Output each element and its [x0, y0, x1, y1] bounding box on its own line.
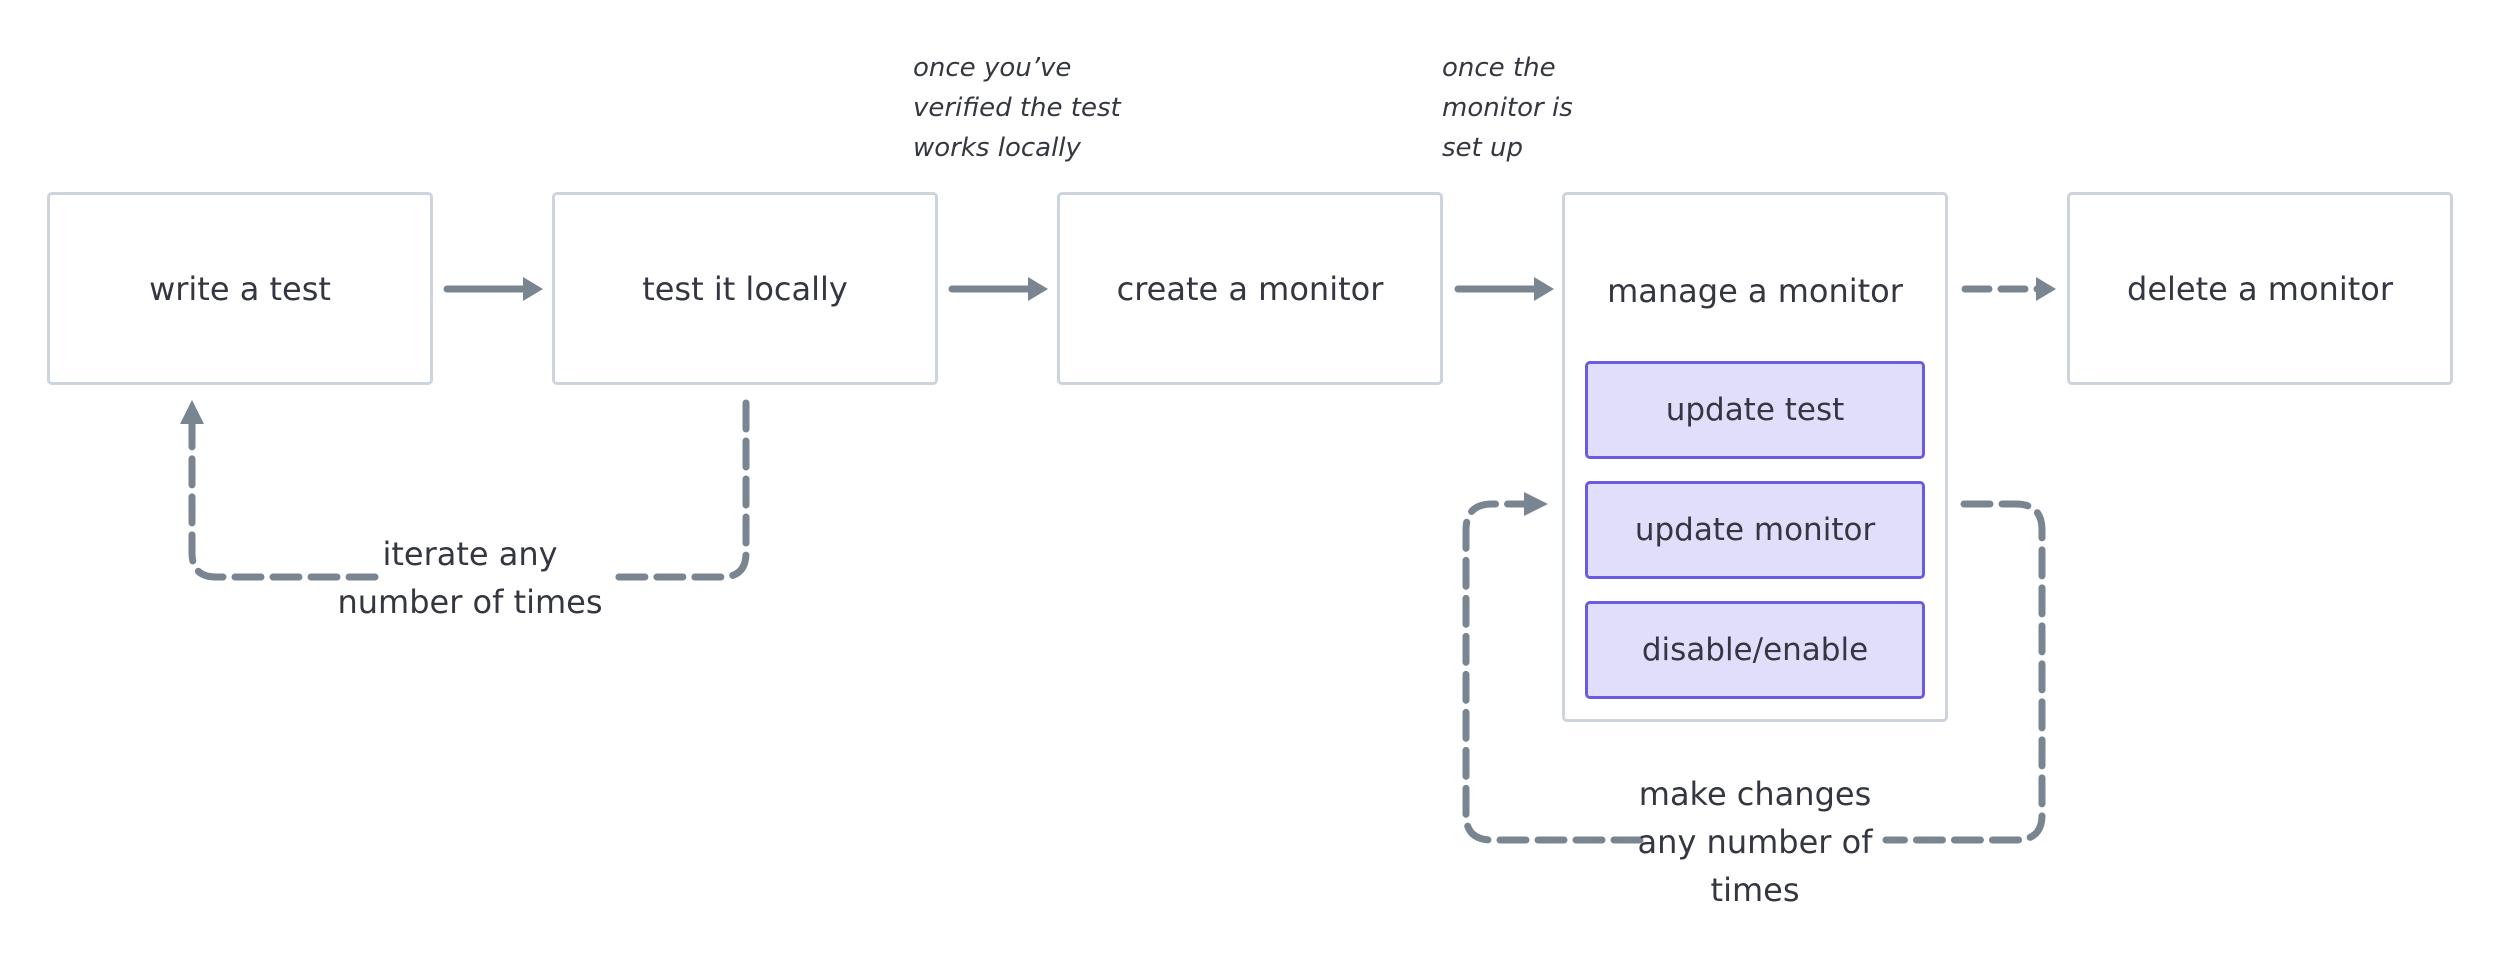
step-delete-monitor-label: delete a monitor — [2127, 269, 2393, 308]
step-delete-monitor: delete a monitor — [2067, 192, 2453, 385]
step-manage-monitor-label: manage a monitor — [1607, 272, 1903, 310]
note-after-monitor-line: monitor is — [1442, 93, 1573, 123]
action-disable-enable-label: disable/enable — [1641, 632, 1869, 668]
loop-manage-iterate-line: any number of — [1637, 823, 1873, 861]
note-after-local-line: once you’ve — [913, 53, 1072, 83]
action-update-test-label: update test — [1665, 392, 1845, 428]
arrow-create-to-manage — [1454, 277, 1554, 301]
note-after-monitor-line: set up — [1442, 133, 1523, 163]
action-disable-enable: disable/enable — [1585, 601, 1925, 699]
step-write-test-label: write a test — [149, 269, 331, 308]
action-update-monitor-label: update monitor — [1634, 512, 1876, 548]
loop-local-iterate-path — [180, 399, 750, 581]
note-after-monitor-setup: once the monitor is set up — [1442, 48, 1573, 168]
loop-local-iterate-label: iterate any number of times — [300, 530, 640, 626]
step-write-test: write a test — [47, 192, 433, 385]
action-update-monitor: update monitor — [1585, 481, 1925, 579]
note-after-monitor-line: once the — [1442, 53, 1556, 83]
step-manage-monitor: manage a monitor update test update moni… — [1562, 192, 1948, 722]
note-after-local-line: verified the test — [913, 93, 1121, 123]
arrow-write-to-test — [443, 277, 543, 301]
loop-local-iterate-line: iterate any — [382, 535, 558, 573]
loop-manage-iterate-path — [1462, 492, 2046, 844]
arrow-test-to-create — [948, 277, 1048, 301]
arrow-manage-to-delete — [1961, 277, 2056, 301]
loop-manage-iterate-line: make changes — [1638, 775, 1872, 813]
note-after-local-line: works locally — [913, 133, 1081, 163]
step-test-locally-label: test it locally — [642, 269, 848, 308]
loop-manage-iterate-line: times — [1710, 871, 1800, 909]
loop-local-iterate-line: number of times — [337, 583, 603, 621]
step-create-monitor: create a monitor — [1057, 192, 1443, 385]
step-test-locally: test it locally — [552, 192, 938, 385]
action-update-test: update test — [1585, 361, 1925, 459]
loop-manage-iterate-label: make changes any number of times — [1600, 770, 1910, 914]
note-after-local-test: once you’ve verified the test works loca… — [913, 48, 1121, 168]
step-create-monitor-label: create a monitor — [1116, 269, 1384, 308]
